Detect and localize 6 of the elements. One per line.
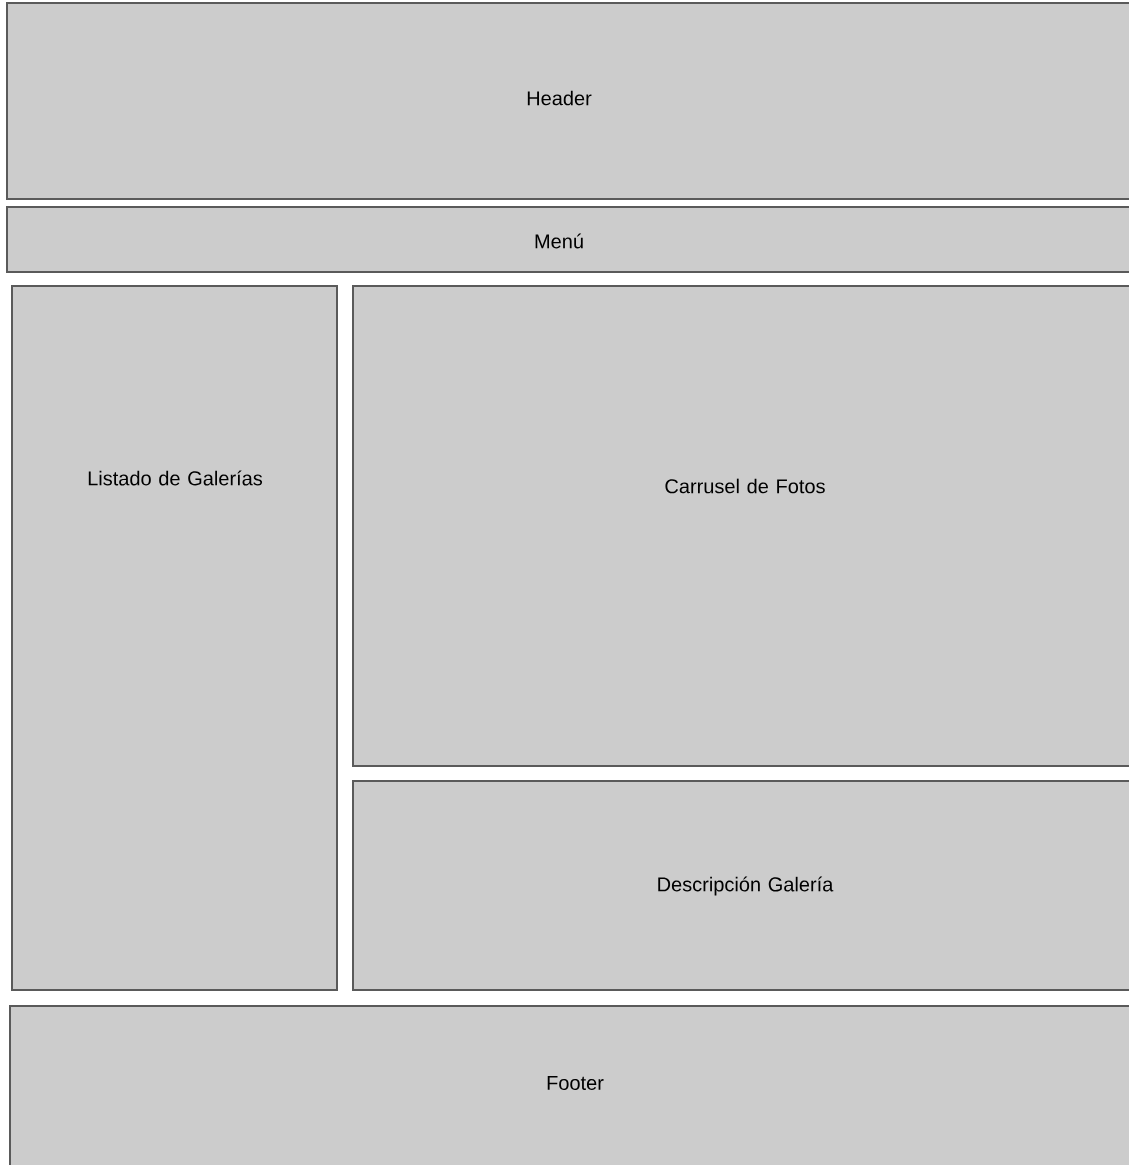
layout-box: Header [6, 2, 1129, 200]
layout-box: Listado de Galerías [11, 285, 338, 991]
layout-box: Footer [9, 1005, 1129, 1165]
layout-box: Menú [6, 206, 1129, 273]
layout-box: Carrusel de Fotos [352, 285, 1129, 767]
layout-box: Descripción Galería [352, 780, 1129, 991]
